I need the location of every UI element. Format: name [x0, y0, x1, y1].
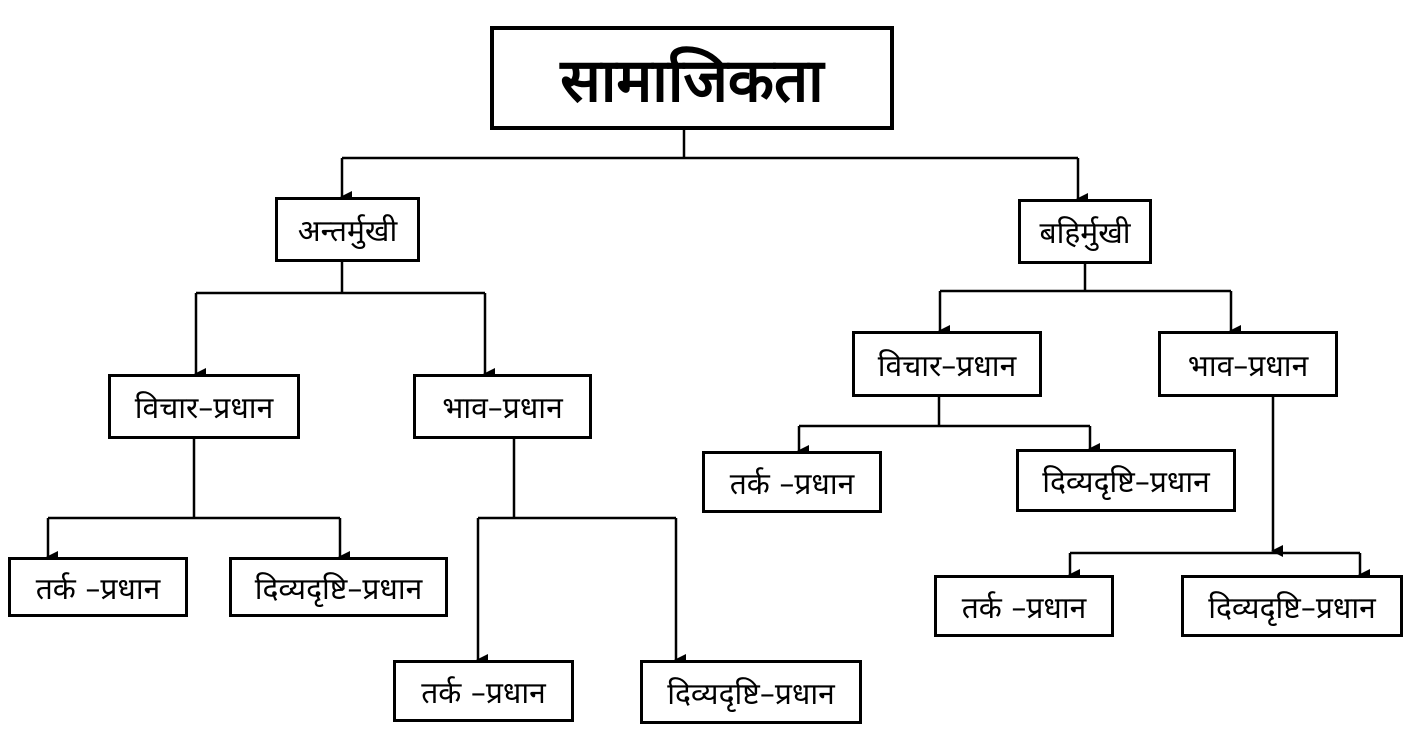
node-introvert-feeling-logic: तर्क –प्रधान — [393, 660, 574, 722]
node-introvert-thought: विचार–प्रधान — [108, 374, 300, 439]
node-extrovert-feeling: भाव–प्रधान — [1158, 331, 1338, 397]
node-extrovert-feeling-intuition: दिव्यदृष्टि–प्रधान — [1181, 575, 1403, 637]
node-introvert-feeling: भाव–प्रधान — [413, 374, 592, 439]
node-introvert-thought-intuition: दिव्यदृष्टि–प्रधान — [229, 557, 448, 617]
node-extrovert: बहिर्मुखी — [1018, 199, 1152, 264]
node-extrovert-thought: विचार–प्रधान — [852, 331, 1042, 397]
node-extrovert-thought-logic: तर्क –प्रधान — [702, 451, 882, 513]
node-introvert: अन्तर्मुखी — [275, 197, 420, 262]
node-root: सामाजिकता — [490, 26, 894, 130]
node-introvert-thought-logic: तर्क –प्रधान — [8, 557, 188, 617]
node-extrovert-feeling-logic: तर्क –प्रधान — [934, 575, 1114, 637]
node-extrovert-thought-intuition: दिव्यदृष्टि–प्रधान — [1016, 449, 1236, 512]
node-introvert-feeling-intuition: दिव्यदृष्टि–प्रधान — [640, 660, 862, 724]
